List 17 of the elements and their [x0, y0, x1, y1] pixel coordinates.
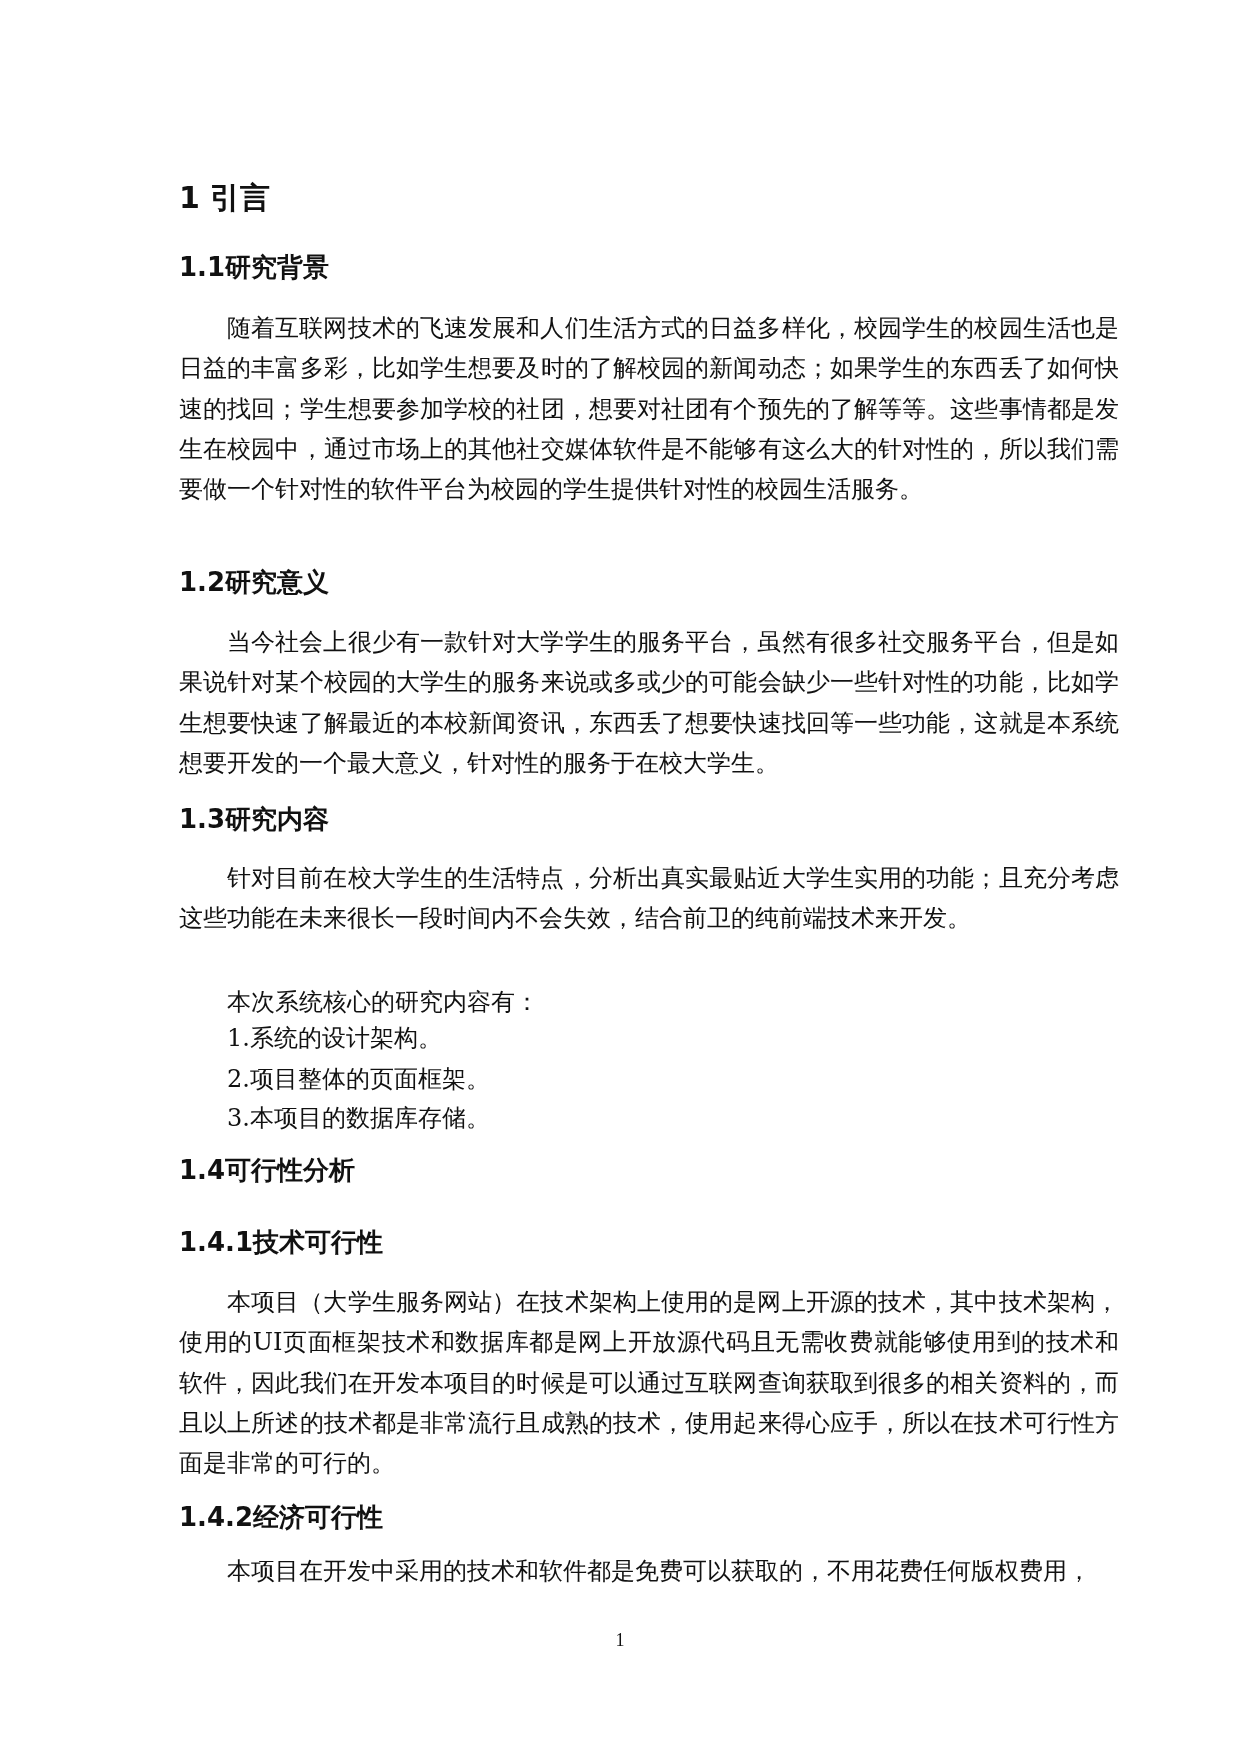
paragraph: 本项目在开发中采用的技术和软件都是免费可以获取的，不用花费任何版权费用，: [226, 1556, 1092, 1587]
paragraph: 针对目前在校大学生的生活特点，分析出真实最贴近大学生实用的功能；且充分考虑这些功能在未来很长一段时间内不会失效，结合前卫的纯前端技术来开发。: [179, 863, 1119, 935]
chapter-heading: 1 引言: [179, 179, 272, 217]
section-heading: 1.2研究意义: [179, 566, 331, 599]
list-item: 2.项目整体的页面框架。: [227, 1064, 491, 1095]
list-item: 本次系统核心的研究内容有：: [227, 987, 540, 1018]
section-heading: 1.4可行性分析: [179, 1154, 357, 1187]
section-heading: 1.3研究内容: [179, 803, 331, 836]
page-number: 1: [614, 1630, 626, 1651]
paragraph: 本项目（大学生服务网站）在技术架构上使用的是网上开源的技术，其中技术架构，使用的UI页面框架技术和数据库都是网上开放源代码且无需收费就能够使用到的技术和软件，因此我们在开发本项目的时候是可以通过互联网查询获取到很多的相关资料的，而且以上所述的技术都是非常流行且成熟的技术，使用起来得心应手，所以在技术可行性方面是非常的可行的。: [179, 1287, 1119, 1480]
paragraph: 随着互联网技术的飞速发展和人们生活方式的日益多样化，校园学生的校园生活也是日益的丰富多彩，比如学生想要及时的了解校园的新闻动态；如果学生的东西丢了如何快速的找回；学生想要参加学校的社团，想要对社团有个预先的了解等等。这些事情都是发生在校园中，通过市场上的其他社交媒体软件是不能够有这么大的针对性的，所以我们需要做一个针对性的软件平台为校园的学生提供针对性的校园生活服务。: [179, 313, 1119, 506]
list-item: 1.系统的设计架构。: [227, 1023, 443, 1054]
paragraph: 当今社会上很少有一款针对大学学生的服务平台，虽然有很多社交服务平台，但是如果说针对某个校园的大学生的服务来说或多或少的可能会缺少一些针对性的功能，比如学生想要快速了解最近的本校新闻资讯，东西丢了想要快速找回等一些功能，这就是本系统想要开发的一个最大意义，针对性的服务于在校大学生。: [179, 627, 1119, 779]
section-heading: 1.4.2经济可行性: [179, 1501, 385, 1534]
section-heading: 1.4.1技术可行性: [179, 1226, 385, 1259]
section-heading: 1.1研究背景: [179, 251, 331, 284]
list-item: 3.本项目的数据库存储。: [227, 1103, 491, 1134]
